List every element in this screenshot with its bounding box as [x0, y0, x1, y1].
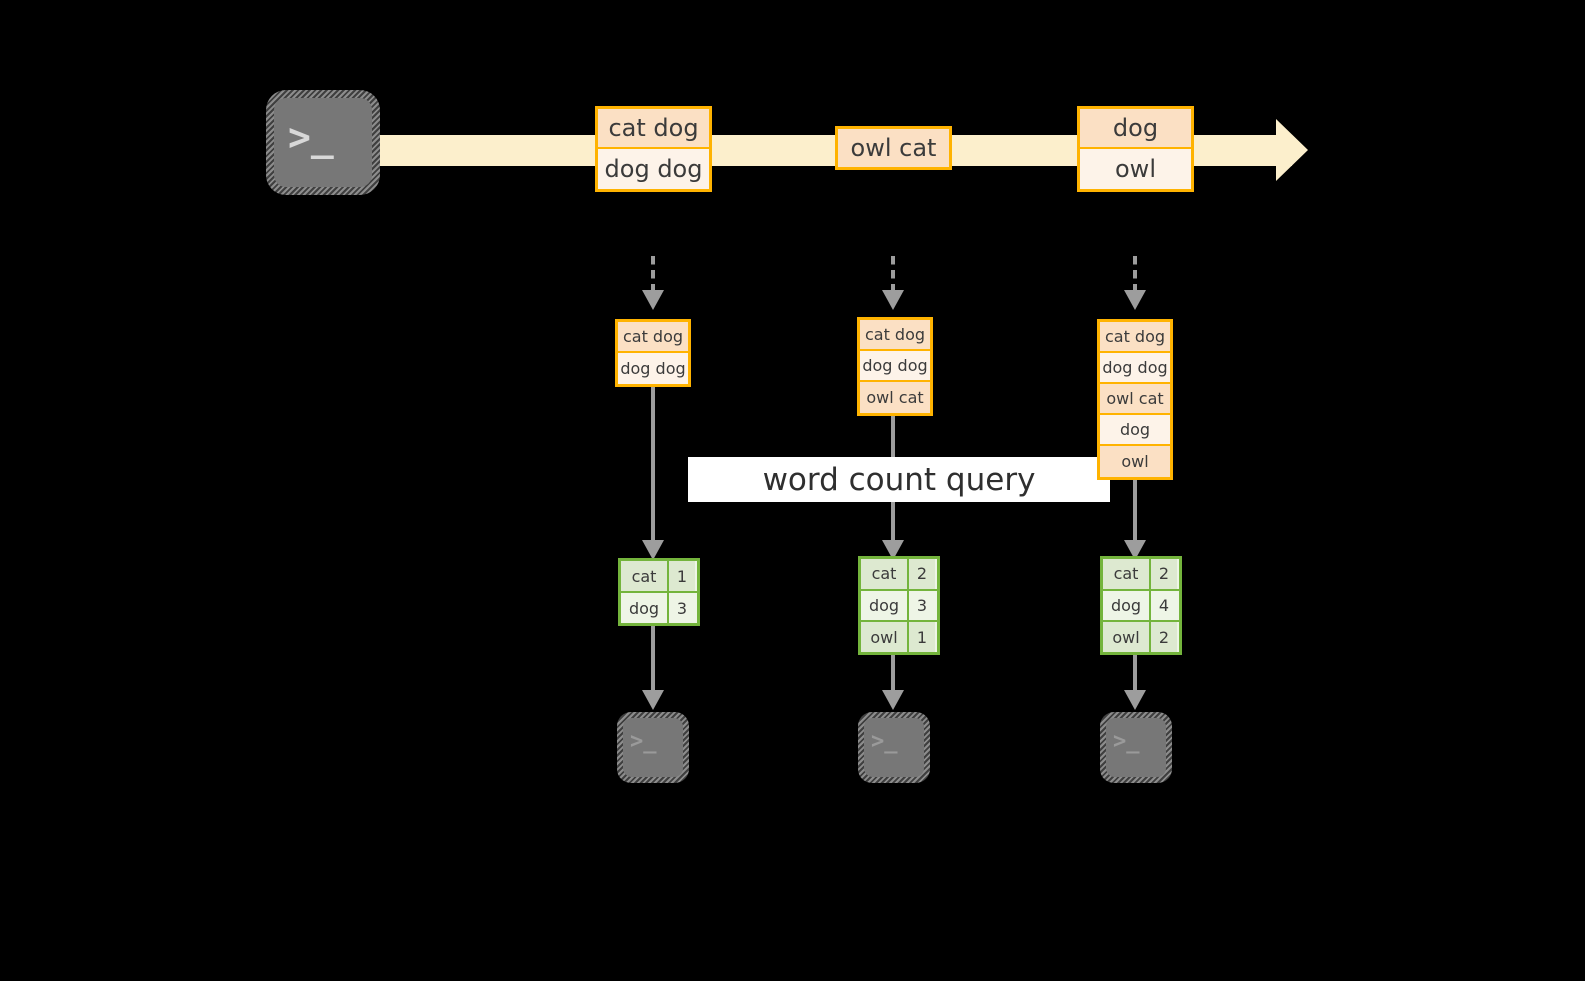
- result-word: cat: [861, 559, 909, 589]
- state-stack-2-row-2: dog dog: [860, 351, 930, 382]
- result-count: 2: [1151, 559, 1177, 589]
- state-to-result-line-3: [1133, 475, 1137, 543]
- result-word: owl: [1103, 622, 1151, 653]
- result-count: 3: [669, 593, 695, 623]
- state-stack-2-row-3: owl cat: [860, 382, 930, 413]
- result-table-3[interactable]: cat 2 dog 4 owl 2: [1100, 556, 1182, 655]
- result-row: owl 2: [1103, 622, 1179, 653]
- result-row: cat 1: [621, 561, 697, 593]
- state-stack-1-row-1: cat dog: [618, 322, 688, 353]
- state-to-result-head-1: [642, 540, 664, 560]
- state-stack-2[interactable]: cat dog dog dog owl cat: [857, 317, 933, 416]
- state-stack-1-row-2: dog dog: [618, 353, 688, 384]
- result-count: 1: [669, 561, 695, 591]
- sink-terminal-icon-3[interactable]: >_: [1100, 712, 1172, 783]
- result-to-sink-head-3: [1124, 690, 1146, 710]
- result-to-sink-line-3: [1133, 655, 1137, 692]
- state-stack-3[interactable]: cat dog dog dog owl cat dog owl: [1097, 319, 1173, 480]
- stream-batch-2-line-1: owl cat: [838, 129, 949, 167]
- sink-terminal-icon-2[interactable]: >_: [858, 712, 930, 783]
- state-stack-3-row-5: owl: [1100, 446, 1170, 477]
- result-count: 2: [909, 559, 935, 589]
- result-to-sink-line-2: [891, 655, 895, 692]
- stream-batch-1-line-2: dog dog: [598, 149, 709, 189]
- stream-arrow-head: [1276, 119, 1308, 181]
- state-stack-2-row-1: cat dog: [860, 320, 930, 351]
- dashed-connector-2: [891, 256, 895, 292]
- dashed-connector-2-head: [882, 290, 904, 310]
- terminal-screen: [623, 718, 683, 777]
- state-stack-3-row-4: dog: [1100, 415, 1170, 446]
- result-word: dog: [861, 590, 909, 621]
- sink-terminal-icon-1[interactable]: >_: [617, 712, 689, 783]
- result-count: 1: [909, 622, 935, 653]
- terminal-screen: [1106, 718, 1166, 777]
- terminal-prompt-glyph: >_: [1113, 729, 1140, 754]
- result-table-1[interactable]: cat 1 dog 3: [618, 558, 700, 626]
- state-to-result-line-1: [651, 383, 655, 543]
- result-count: 3: [909, 590, 935, 621]
- stream-batch-2[interactable]: owl cat: [835, 126, 952, 170]
- query-label-band: word count query: [688, 457, 1110, 502]
- result-table-2[interactable]: cat 2 dog 3 owl 1: [858, 556, 940, 655]
- terminal-screen: [864, 718, 924, 777]
- stream-batch-1[interactable]: cat dog dog dog: [595, 106, 712, 192]
- terminal-prompt-glyph: >_: [630, 729, 657, 754]
- result-word: dog: [621, 593, 669, 623]
- result-row: cat 2: [861, 559, 937, 591]
- stream-batch-3-line-2: owl: [1080, 149, 1191, 189]
- result-row: dog 3: [621, 593, 697, 623]
- state-stack-1[interactable]: cat dog dog dog: [615, 319, 691, 387]
- terminal-prompt-glyph: >_: [288, 115, 334, 159]
- stream-batch-3[interactable]: dog owl: [1077, 106, 1194, 192]
- dashed-connector-3: [1133, 256, 1137, 292]
- result-count: 2: [1151, 622, 1177, 653]
- result-row: owl 1: [861, 622, 937, 653]
- state-to-result-head-3: [1124, 540, 1146, 560]
- state-stack-3-row-2: dog dog: [1100, 353, 1170, 384]
- result-word: dog: [1103, 590, 1151, 621]
- state-stack-3-row-1: cat dog: [1100, 322, 1170, 353]
- dashed-connector-1-head: [642, 290, 664, 310]
- source-terminal-icon[interactable]: >_: [266, 90, 380, 195]
- query-label-text: word count query: [762, 461, 1036, 498]
- dashed-connector-1: [651, 256, 655, 292]
- result-to-sink-head-1: [642, 690, 664, 710]
- result-row: dog 3: [861, 590, 937, 623]
- result-to-sink-head-2: [882, 690, 904, 710]
- dashed-connector-3-head: [1124, 290, 1146, 310]
- state-to-result-head-2: [882, 540, 904, 560]
- result-row: cat 2: [1103, 559, 1179, 591]
- terminal-prompt-glyph: >_: [871, 729, 898, 754]
- result-word: cat: [1103, 559, 1151, 589]
- result-to-sink-line-1: [651, 626, 655, 692]
- state-stack-3-row-3: owl cat: [1100, 384, 1170, 415]
- result-word: cat: [621, 561, 669, 591]
- result-count: 4: [1151, 590, 1177, 621]
- stream-batch-1-line-1: cat dog: [598, 109, 709, 149]
- terminal-screen: [274, 98, 372, 187]
- stream-batch-3-line-1: dog: [1080, 109, 1191, 149]
- result-row: dog 4: [1103, 590, 1179, 623]
- result-word: owl: [861, 622, 909, 653]
